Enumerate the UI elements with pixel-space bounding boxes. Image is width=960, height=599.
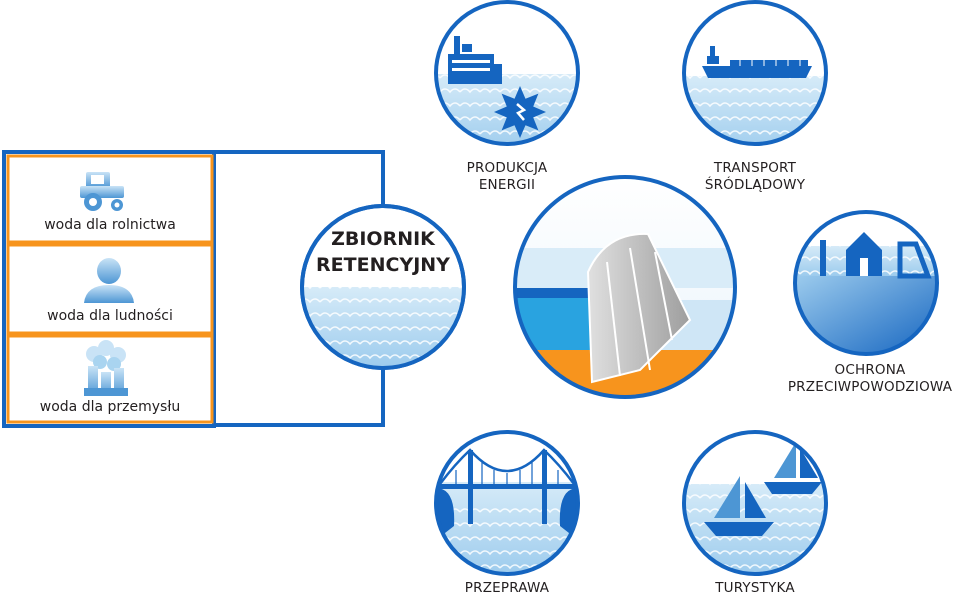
uses-panel — [2, 150, 216, 428]
crossing-label: PRZEPRAWA — [437, 580, 577, 597]
connector-frame — [214, 150, 385, 427]
use-label-agriculture: woda dla rolnictwa — [44, 217, 176, 233]
tourism-label: TURYSTYKA — [685, 580, 825, 597]
energy-circle — [434, 0, 580, 146]
factory-icon — [84, 340, 128, 396]
sailboat-icon — [704, 442, 822, 536]
flood-label-line2: PRZECIWPOWODZIOWA — [787, 379, 953, 395]
use-label-population: woda dla ludności — [47, 308, 173, 324]
crossing-label-line1: PRZEPRAWA — [464, 580, 550, 596]
center-title: ZBIORNIK RETENCYJNY — [300, 226, 466, 278]
turbine-icon — [494, 86, 546, 138]
tourism-circle — [682, 430, 828, 576]
transport-label-line2: ŚRÓDLĄDOWY — [704, 177, 806, 193]
center-title-line1: ZBIORNIK — [331, 228, 435, 250]
energy-label-line1: PRODUKCJA — [466, 160, 548, 176]
center-reservoir — [300, 204, 466, 370]
house-icon — [820, 232, 932, 279]
tourism-label-line1: TURYSTYKA — [715, 580, 795, 596]
transport-circle — [682, 0, 828, 146]
flood-label: OCHRONA PRZECIWPOWODZIOWA — [782, 362, 958, 396]
tractor-icon — [80, 172, 124, 211]
barge-icon — [702, 46, 812, 78]
flood-label-line1: OCHRONA — [834, 362, 906, 378]
dam-icon — [586, 232, 692, 384]
person-icon — [84, 258, 134, 303]
transport-label-line1: TRANSPORT — [713, 160, 797, 176]
transport-label: TRANSPORT ŚRÓDLĄDOWY — [680, 160, 830, 194]
flood-circle — [793, 210, 939, 356]
use-label-industry: woda dla przemysłu — [39, 399, 181, 415]
energy-label-line2: ENERGII — [478, 177, 536, 193]
center-title-line2: RETENCYJNY — [316, 254, 450, 276]
crossing-circle — [434, 430, 580, 576]
dam-circle — [513, 175, 737, 399]
power-plant-icon — [448, 36, 502, 84]
energy-label: PRODUKCJA ENERGII — [437, 160, 577, 194]
